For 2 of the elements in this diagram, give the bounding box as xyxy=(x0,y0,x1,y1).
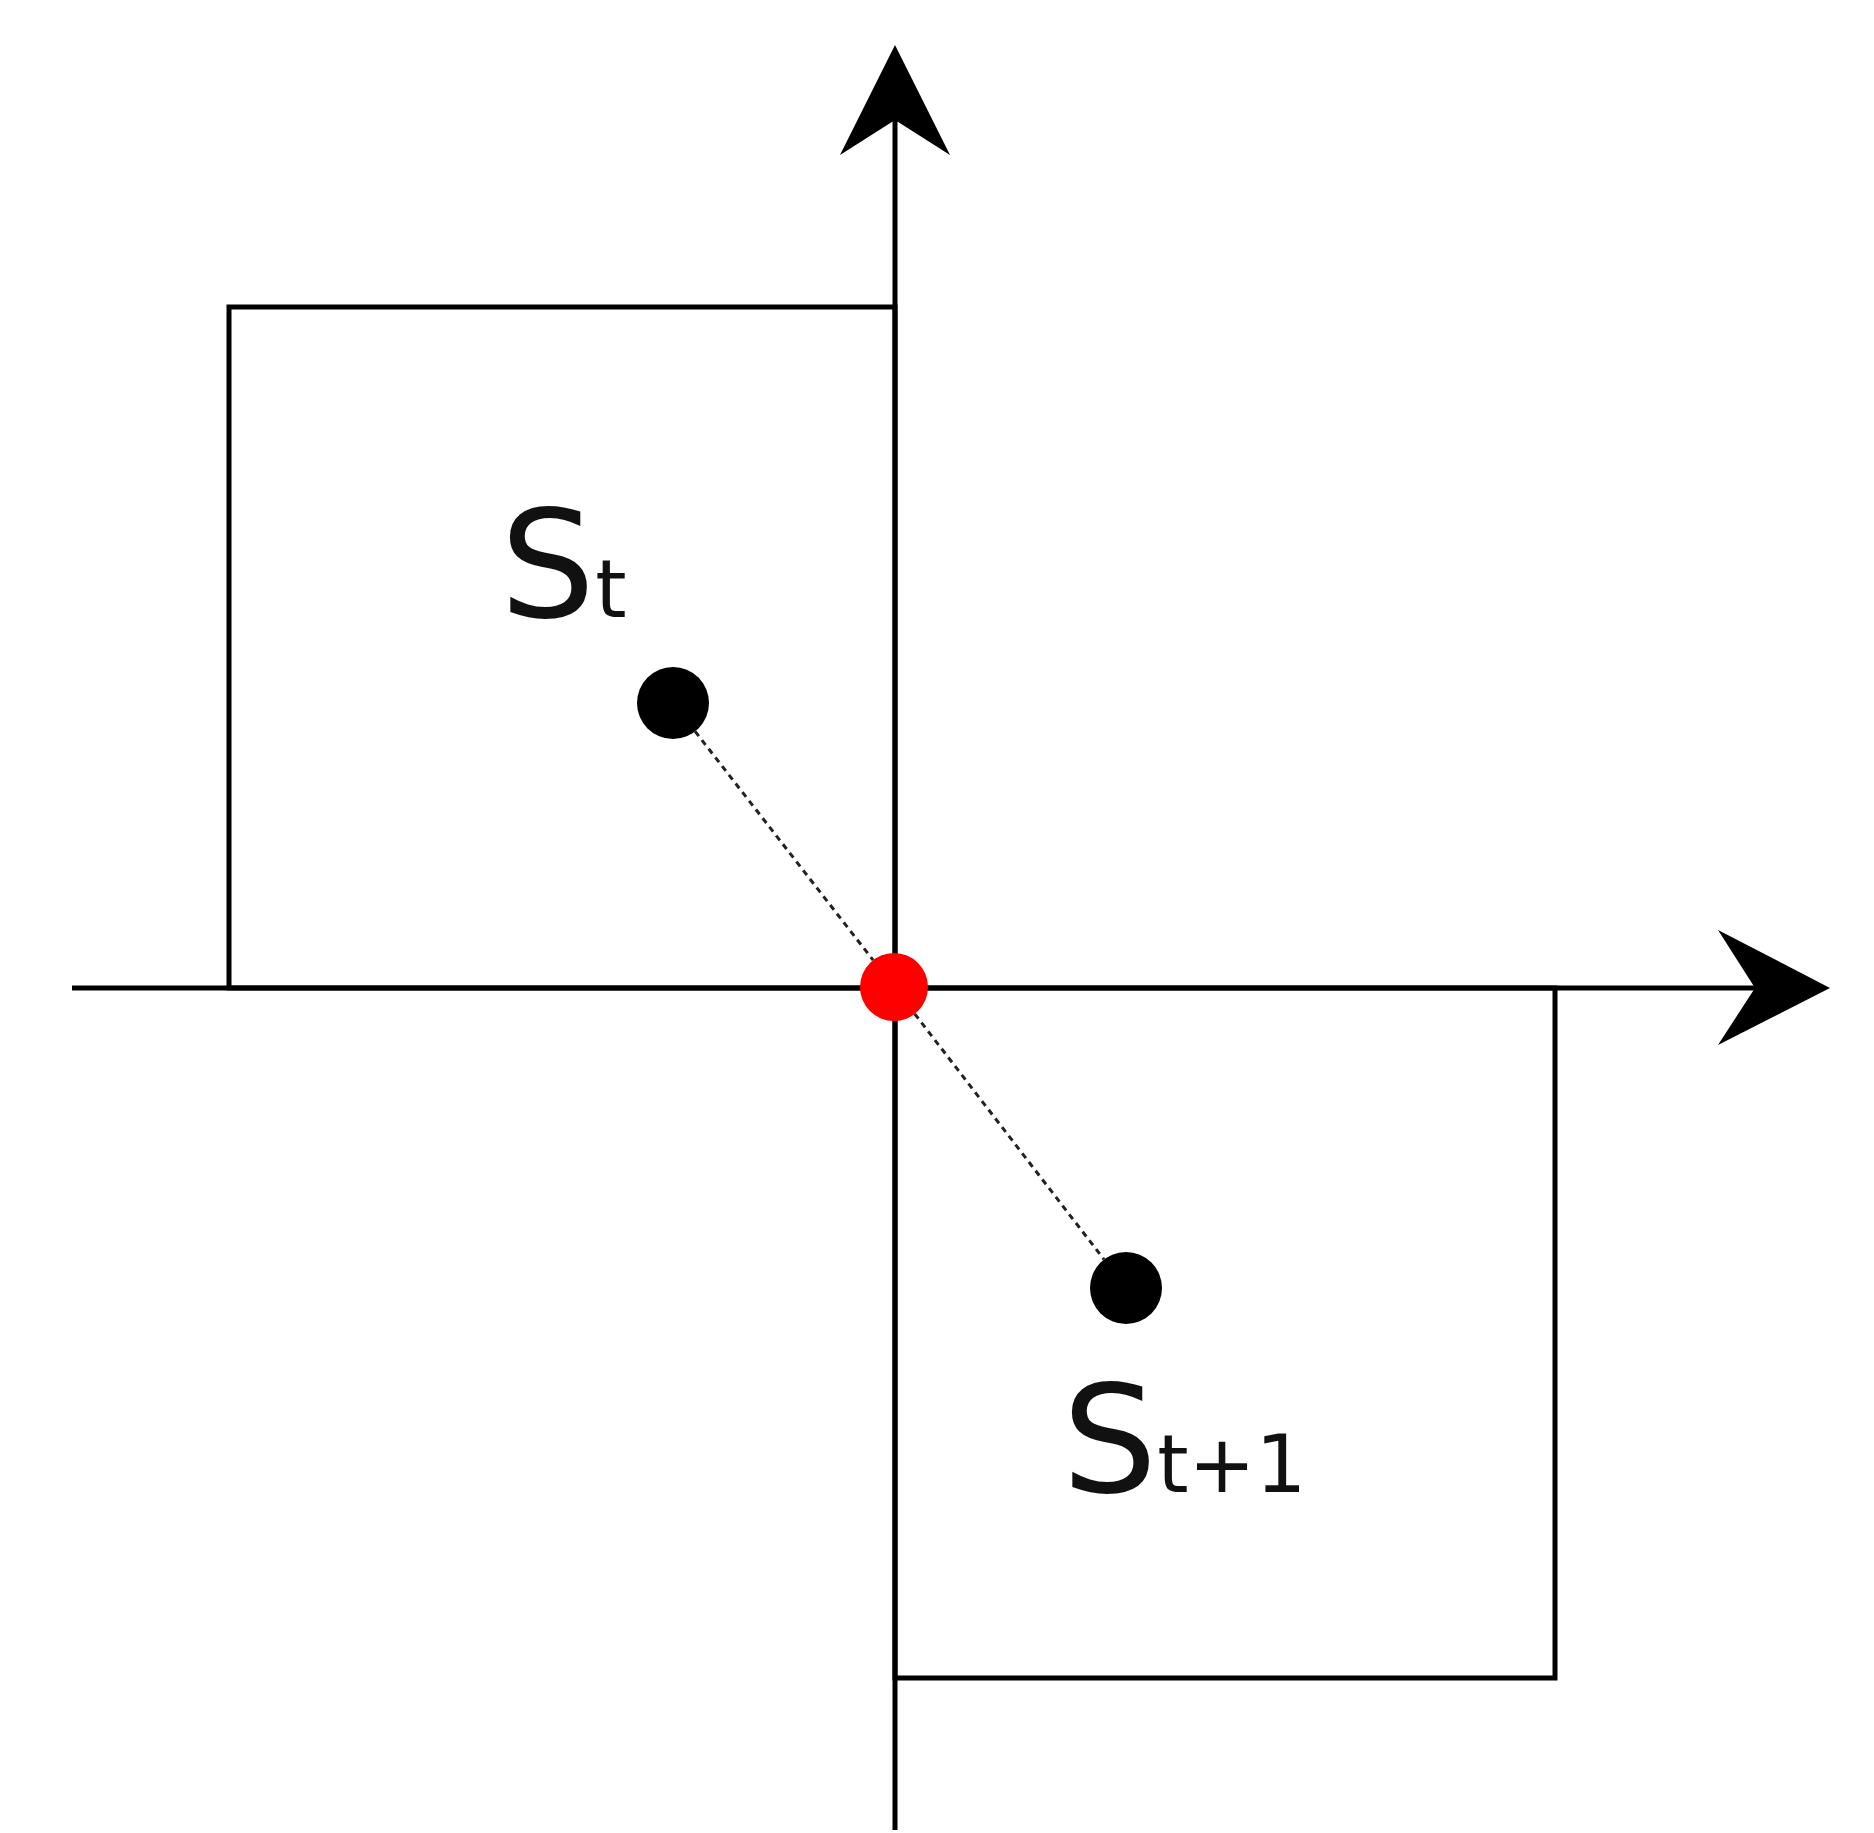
dotted-line xyxy=(693,730,875,962)
dotted-line xyxy=(913,1013,1106,1261)
